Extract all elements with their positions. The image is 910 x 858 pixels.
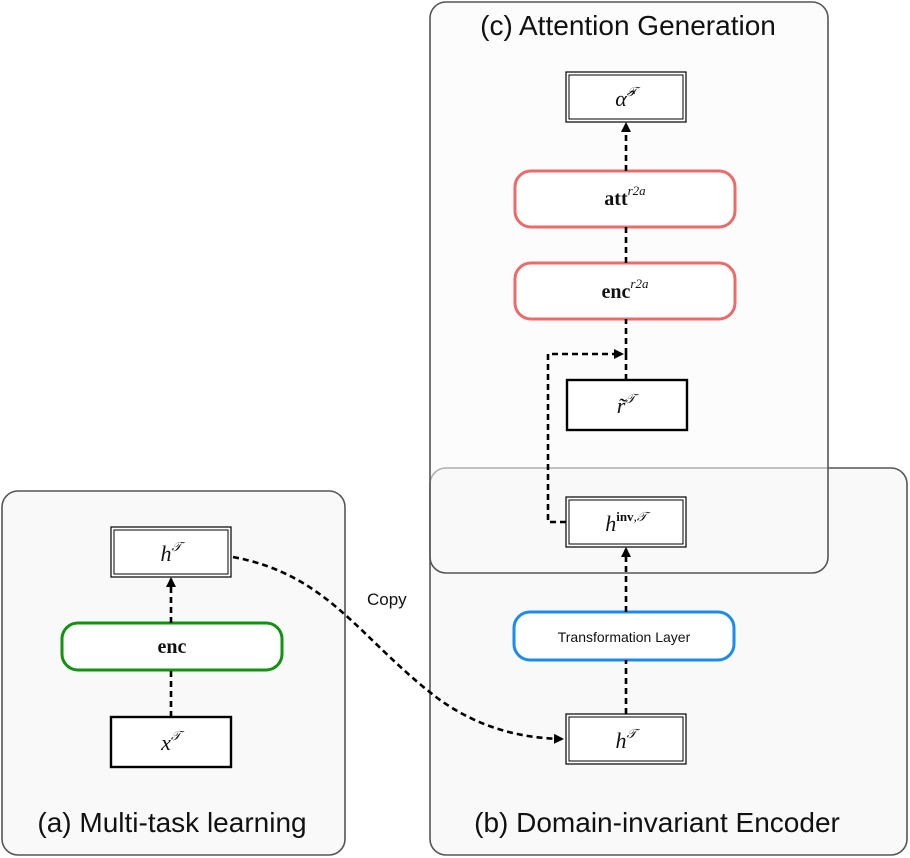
- panel-title-a: (a) Multi-task learning: [37, 807, 306, 838]
- node-h-encoder-inner: [568, 716, 684, 762]
- node-h-invariant-inner: [568, 499, 684, 545]
- panel-multi-task-learning: [1, 490, 346, 856]
- node-transformation-label: Transformation Layer: [558, 629, 691, 645]
- node-alpha-hat: [565, 71, 687, 123]
- panel-title-c: (c) Attention Generation: [480, 10, 776, 41]
- node-alpha-hat-inner: [568, 74, 684, 120]
- node-h-invariant-label: hinv,𝒯: [605, 509, 651, 536]
- node-h-multitask-inner: [113, 529, 229, 575]
- node-r-tilde: [565, 378, 689, 432]
- node-h-invariant: [565, 496, 687, 548]
- node-transformation-layer: [512, 610, 736, 662]
- node-h-multitask: [110, 526, 232, 578]
- node-enc-r2a-label: encr2a: [602, 276, 649, 303]
- node-enc-label: enc: [158, 636, 187, 658]
- panel-title-b: (b) Domain-invariant Encoder: [474, 807, 840, 838]
- edge-copy-label: Copy: [367, 590, 407, 609]
- edge-hinv-skip: [546, 349, 624, 524]
- node-att-r2a-label: attr2a: [604, 183, 646, 210]
